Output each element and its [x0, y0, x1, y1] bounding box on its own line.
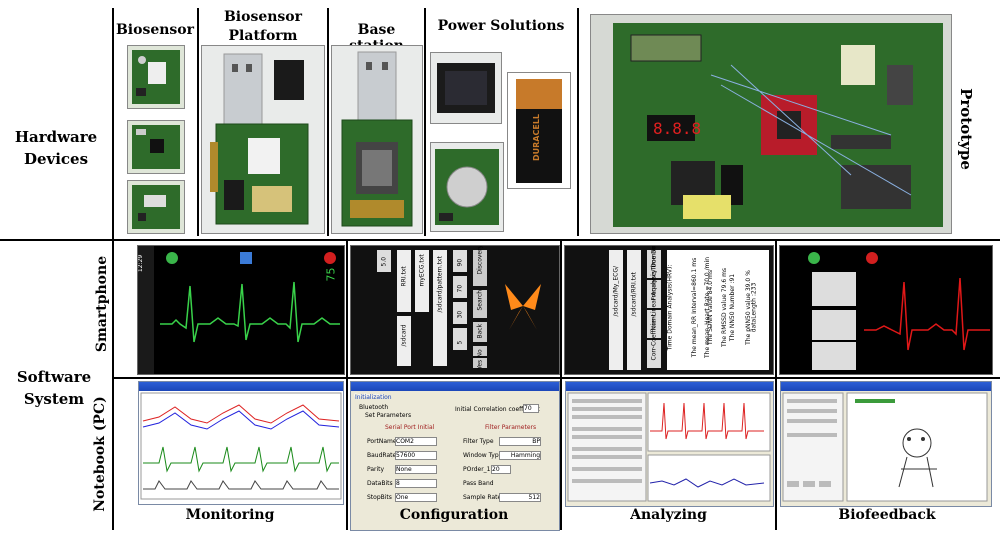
battery-9v-photo: DURACELL: [507, 72, 571, 189]
pc-config-sample-label: Sample Rate: [463, 494, 502, 501]
phone-bpm-value: 75: [324, 267, 338, 282]
sw-sub-divider: [112, 377, 1000, 379]
analysis-btn-freq[interactable]: Frequency Domain: [647, 246, 661, 308]
col-divider-4: [424, 8, 426, 236]
pc-config-baud-select[interactable]: 57600: [395, 451, 437, 460]
analysis-line-3: The SDNN value 84.0 ms: [706, 270, 714, 345]
pc-config-bluetooth[interactable]: Bluetooth: [359, 404, 389, 411]
solar-panel-photo: [430, 52, 502, 124]
phone-analysis-screen: /sdcard/My_ECG/ /sdcard/RRI.txt Time Dom…: [564, 245, 774, 375]
analysis-line-0: Time Domain Analysis(HRV):: [666, 264, 674, 351]
phone-config-back-button[interactable]: Back: [473, 322, 487, 342]
col-divider-1: [112, 8, 114, 530]
coin-cell-board-photo: [430, 142, 504, 232]
analysis-btn-corr[interactable]: Corr-Coefficient: [647, 314, 661, 368]
pc-config-parity-select[interactable]: None: [395, 465, 437, 474]
pc-config-stopbits-select[interactable]: One: [395, 493, 437, 502]
phone-config-item-1[interactable]: myECG.txt: [415, 250, 429, 312]
phone-config-num-2[interactable]: 70: [453, 276, 467, 298]
prototype-board-photo: 8.8.8: [590, 14, 952, 234]
butterfly-image: [501, 276, 545, 336]
analysis-path-field[interactable]: /sdcard/My_ECG/: [609, 250, 623, 370]
pc-monitoring-window: [138, 381, 344, 505]
phone-config-discovery-button[interactable]: Discovery: [473, 246, 487, 286]
phone-config-num-0[interactable]: 5.0: [377, 250, 391, 272]
pc-config-corr-label: Initial Correlation coefficient: [455, 406, 540, 413]
pc-config-sample-input[interactable]: 512: [499, 493, 541, 502]
analysis-line-5: The NN50 Number :91: [729, 273, 737, 342]
sw-col-monitoring: Monitoring: [185, 507, 275, 523]
phone-config-num-4[interactable]: 5: [453, 328, 467, 350]
biosensor-platform-photo: [201, 45, 325, 234]
pc-config-filtertype-select[interactable]: BP: [499, 437, 541, 446]
pc-config-corr-input[interactable]: 70: [523, 404, 539, 413]
notebook-label: Notebook (PC): [92, 396, 108, 512]
pc-config-filtertype-label: Filter Type: [463, 438, 494, 445]
sw-col-divider-2: [560, 241, 562, 530]
analysis-btn-nonlinear[interactable]: Non-Linear Analysis: [647, 271, 661, 338]
col-divider-3: [327, 8, 329, 236]
pc-config-baud-label: BaudRate: [367, 452, 397, 459]
phone-config-screen: RRI.txt myECG.txt /sdcard /sdcard/patter…: [350, 245, 560, 375]
hardware-row-label: Hardware Devices: [14, 128, 98, 168]
sw-col-configuration: Configuration: [399, 507, 509, 523]
pc-config-porder-label: POrder_1: [463, 466, 491, 473]
pc-config-stopbits-label: StopBits: [367, 494, 392, 501]
phone-config-item-2[interactable]: /sdcard: [397, 316, 411, 366]
pc-config-title: Configuring: [354, 393, 383, 399]
phone-config-num-3[interactable]: 30: [453, 302, 467, 324]
sw-col-biofeedback: Biofeedback: [838, 507, 936, 523]
pc-config-set-params: Set Parameters: [365, 412, 412, 419]
phone-config-item-3[interactable]: /sdcard/pattern.txt: [433, 250, 447, 366]
phone-monitoring-screen: 75 12:29: [137, 245, 345, 375]
pc-config-window-select[interactable]: Hamming: [499, 451, 541, 460]
svg-text:8.8.8: 8.8.8: [653, 119, 701, 138]
biosensor-photo-3: [127, 180, 185, 234]
biosensor-photo-2: [127, 120, 185, 174]
pc-config-section: Initialization: [355, 394, 392, 401]
analysis-line-7: dataLength :233: [750, 282, 758, 333]
phone-config-yes-button[interactable]: Yes: [473, 358, 487, 370]
hw-col-biosensor: Biosensor: [115, 22, 195, 38]
pc-config-parity-label: Parity: [367, 466, 385, 473]
phone-config-no-button[interactable]: No: [473, 346, 487, 358]
sw-col-divider-1: [346, 241, 348, 530]
analysis-btn-time[interactable]: Time Domain: [647, 246, 661, 278]
pc-config-pass-label: Pass Band: [463, 480, 494, 487]
hw-col-platform: Biosensor Platform: [223, 9, 303, 44]
analysis-line-1: The mean_RR Interval=860.1 ms: [691, 257, 699, 358]
analysis-file-field[interactable]: /sdcard/RRI.txt: [627, 250, 641, 370]
pc-config-databits-label: DataBits: [367, 480, 393, 487]
pc-config-window: Configuring Initialization Bluetooth Set…: [350, 381, 560, 531]
analysis-line-4: The RMSSD value 79.6 ms: [721, 267, 729, 348]
pc-config-porder-input[interactable]: 20: [491, 465, 511, 474]
pc-biofeedback-window: [780, 381, 992, 507]
pc-config-port-label: PortName: [367, 438, 397, 445]
col-divider-5: [577, 8, 579, 236]
phone-config-num-1[interactable]: 90: [453, 250, 467, 272]
pc-config-databits-select[interactable]: 8: [395, 479, 437, 488]
hw-col-power: Power Solutions: [437, 18, 565, 34]
svg-text:DURACELL: DURACELL: [532, 114, 541, 161]
software-row-label: Software System: [16, 368, 92, 408]
smartphone-label: Smartphone: [94, 255, 110, 353]
pc-config-port-select[interactable]: COM2: [395, 437, 437, 446]
pc-config-filter-header: Filter Parameters: [485, 424, 537, 431]
pc-analysis-window: [565, 381, 774, 507]
phone-clock: 12:29: [137, 254, 145, 273]
sw-col-analyzing: Analyzing: [630, 507, 707, 523]
base-station-photo: [331, 45, 423, 234]
biosensor-photo-1: [127, 45, 185, 109]
col-divider-2: [197, 8, 199, 236]
phone-config-search-button[interactable]: Search: [473, 290, 487, 318]
analysis-results-panel: Time Domain Analysis(HRV): The mean_RR I…: [666, 250, 769, 370]
row-divider: [0, 239, 1000, 241]
sw-col-divider-3: [775, 241, 777, 530]
phone-config-item-0[interactable]: RRI.txt: [397, 250, 411, 312]
phone-biofeedback-screen: [779, 245, 993, 375]
pc-config-serial-header: Serial Port Initial: [385, 424, 435, 431]
hw-col-prototype: Prototype: [957, 88, 975, 170]
pc-config-window-label: Window Type: [463, 452, 503, 459]
